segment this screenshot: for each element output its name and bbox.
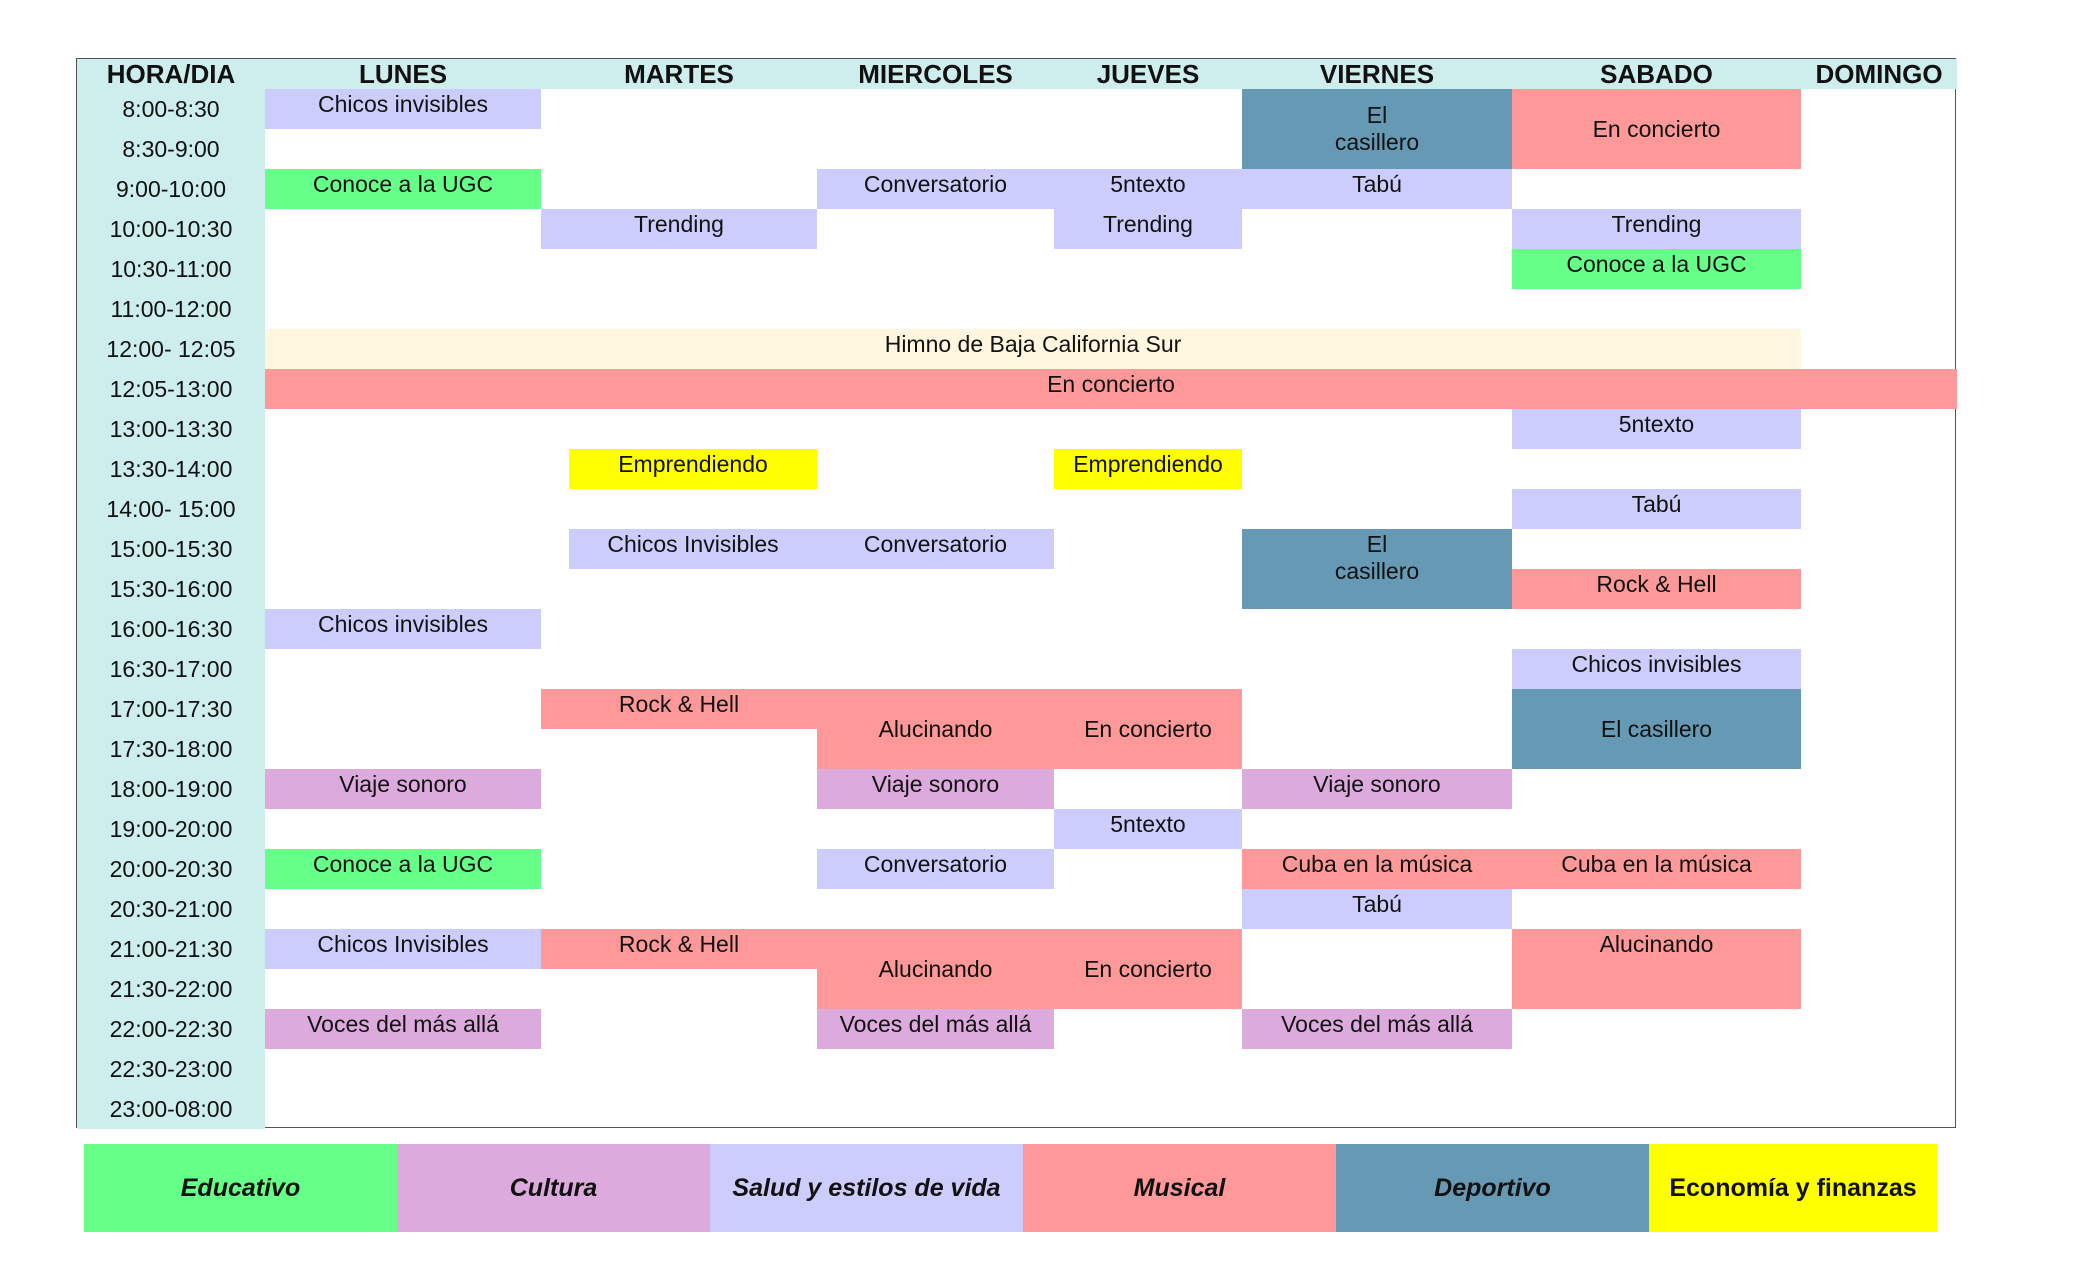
time-slot-label: 22:30-23:00: [109, 1055, 233, 1082]
program-block: Himno de Baja California Sur: [265, 329, 1801, 369]
time-slot-label: 10:00-10:30: [109, 215, 233, 242]
program-block: Tabú: [1242, 169, 1512, 209]
program-block: Chicos invisibles: [1512, 649, 1801, 689]
schedule-grid: HORA/DIA LUNES MARTES MIERCOLES JUEVES V…: [76, 58, 1957, 1129]
time-slot-label: 13:30-14:00: [109, 455, 233, 482]
time-slot-label: 15:30-16:00: [109, 575, 233, 602]
program-block: Chicos Invisibles: [569, 529, 817, 569]
program-block: Alucinando: [817, 689, 1054, 769]
header-day-lunes: LUNES: [265, 59, 541, 89]
program-block: Alucinando: [817, 929, 1054, 1009]
time-slot-label: 18:00-19:00: [109, 775, 233, 802]
time-slot-label: 12:05-13:00: [109, 375, 233, 402]
program-block: Conversatorio: [817, 849, 1054, 889]
program-block: Voces del más allá: [265, 1009, 541, 1049]
legend-item-economia: Economía y finanzas: [1649, 1144, 1937, 1232]
program-block: Trending: [541, 209, 817, 249]
time-slot-label: 15:00-15:30: [109, 535, 233, 562]
program-block: Viaje sonoro: [1242, 769, 1512, 809]
time-slot-label: 19:00-20:00: [109, 815, 233, 842]
program-block: En concierto: [265, 369, 1957, 409]
program-block: En concierto: [1512, 89, 1801, 169]
program-block: Tabú: [1242, 889, 1512, 929]
program-block: Conversatorio: [817, 169, 1054, 209]
header-hora: HORA/DIA: [77, 59, 265, 89]
program-block: 5ntexto: [1512, 409, 1801, 449]
time-slot-label: 12:00- 12:05: [106, 335, 236, 362]
header-day-miercoles: MIERCOLES: [817, 59, 1054, 89]
legend-item-cultura: Cultura: [397, 1144, 710, 1232]
program-block: Alucinando: [1512, 929, 1801, 1009]
header-day-domingo: DOMINGO: [1801, 59, 1957, 89]
header-day-sabado: SABADO: [1512, 59, 1801, 89]
program-block: 5ntexto: [1054, 809, 1242, 849]
program-block: Rock & Hell: [1512, 569, 1801, 609]
time-slot-label: 9:00-10:00: [116, 175, 226, 202]
legend-item-salud: Salud y estilos de vida: [710, 1144, 1023, 1232]
time-slot-label: 21:00-21:30: [109, 935, 233, 962]
time-slot-label: 11:00-12:00: [110, 295, 232, 322]
program-block: En concierto: [1054, 689, 1242, 769]
time-slot-label: 13:00-13:30: [109, 415, 233, 442]
legend-item-educativo: Educativo: [84, 1144, 397, 1232]
time-slot-label: 22:00-22:30: [109, 1015, 233, 1042]
program-block: Trending: [1054, 209, 1242, 249]
time-slot-label: 16:30-17:00: [109, 655, 233, 682]
program-block: El casillero: [1242, 529, 1512, 609]
program-block: Trending: [1512, 209, 1801, 249]
program-block: Rock & Hell: [541, 929, 817, 969]
program-block: Conoce a la UGC: [1512, 249, 1801, 289]
program-block: Chicos invisibles: [265, 609, 541, 649]
time-slot-label: 8:00-8:30: [122, 95, 220, 122]
program-block: 5ntexto: [1054, 169, 1242, 209]
program-block: Tabú: [1512, 489, 1801, 529]
program-block: Rock & Hell: [541, 689, 817, 729]
program-block: Conoce a la UGC: [265, 849, 541, 889]
program-block: Voces del más allá: [1242, 1009, 1512, 1049]
time-slot-label: 8:30-9:00: [122, 135, 220, 162]
header-day-jueves: JUEVES: [1054, 59, 1242, 89]
program-block: Emprendiendo: [569, 449, 817, 489]
program-block: El casillero: [1512, 689, 1801, 769]
time-slot-label: 17:30-18:00: [109, 735, 233, 762]
header-day-viernes: VIERNES: [1242, 59, 1512, 89]
program-block: Viaje sonoro: [265, 769, 541, 809]
time-slot-label: 16:00-16:30: [109, 615, 233, 642]
legend-item-deportivo: Deportivo: [1336, 1144, 1649, 1232]
program-block: Cuba en la música: [1242, 849, 1512, 889]
header-day-martes: MARTES: [541, 59, 817, 89]
time-slot-label: 20:00-20:30: [109, 855, 233, 882]
program-block: Conoce a la UGC: [265, 169, 541, 209]
time-slot-label: 14:00- 15:00: [106, 495, 236, 522]
time-slot-label: 17:00-17:30: [109, 695, 233, 722]
time-slot-label: 23:00-08:00: [109, 1095, 233, 1122]
program-block: Conversatorio: [817, 529, 1054, 569]
program-block: Chicos Invisibles: [265, 929, 541, 969]
program-block: Cuba en la música: [1512, 849, 1801, 889]
program-block: Chicos invisibles: [265, 89, 541, 129]
time-slot-label: 20:30-21:00: [109, 895, 233, 922]
program-block: Voces del más allá: [817, 1009, 1054, 1049]
time-slot-label: 10:30-11:00: [110, 255, 232, 282]
program-block: Viaje sonoro: [817, 769, 1054, 809]
time-column: 8:00-8:30 8:30-9:00 9:00-10:00 10:00-10:30 1…: [77, 89, 265, 1129]
program-block: Emprendiendo: [1054, 449, 1242, 489]
program-block: El casillero: [1242, 89, 1512, 169]
time-slot-label: 21:30-22:00: [109, 975, 233, 1002]
program-block: En concierto: [1054, 929, 1242, 1009]
legend-item-musical: Musical: [1023, 1144, 1336, 1232]
